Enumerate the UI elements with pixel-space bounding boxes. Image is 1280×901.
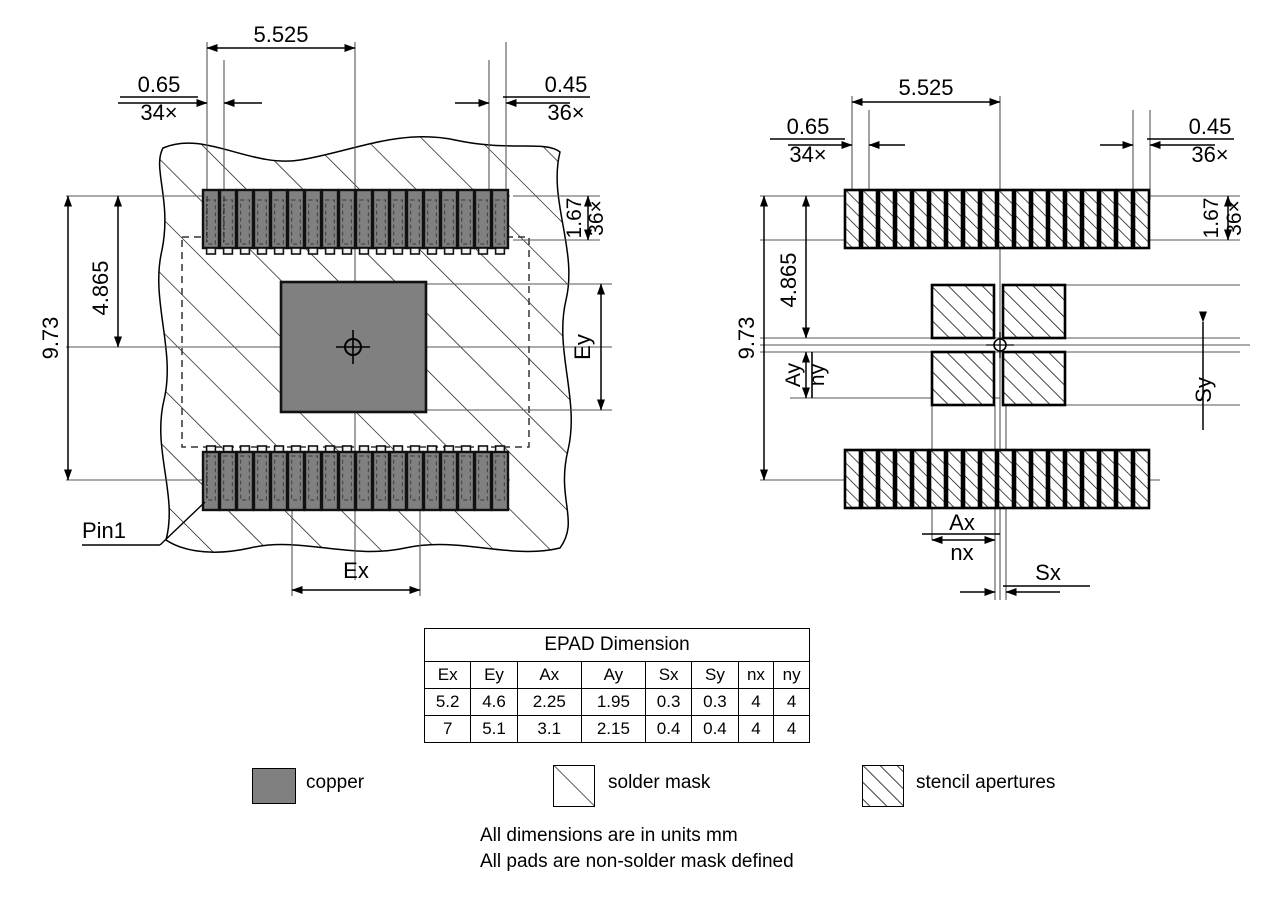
svg-text:5.525: 5.525 xyxy=(253,22,308,47)
table-header-row: Ex Ey Ax Ay Sx Sy nx ny xyxy=(423,661,810,689)
land-pattern-view: 5.525 0.65 34× 0.45 36× 1.67 36× 9.73 xyxy=(38,22,612,596)
note-units: All dimensions are in units mm xyxy=(480,825,738,846)
pad-row-bottom xyxy=(201,444,510,512)
svg-text:Sy: Sy xyxy=(1191,377,1216,403)
stencil-dimension-height-outer: 9.73 xyxy=(734,195,768,481)
dimension-pad-length: 1.67 36× xyxy=(563,195,608,241)
svg-text:34×: 34× xyxy=(789,142,826,167)
table-header-cell: Ey xyxy=(470,661,518,689)
svg-text:nx: nx xyxy=(950,540,973,565)
svg-text:36×: 36× xyxy=(1223,200,1246,236)
table-header-cell: nx xyxy=(737,661,775,689)
stencil-dimension-pad-width: 0.45 36× xyxy=(1100,114,1234,167)
table-cell: 5.2 xyxy=(423,688,472,716)
table-header-cell: Sy xyxy=(691,661,739,689)
dimension-epad-y: Ey xyxy=(570,283,605,411)
svg-text:36×: 36× xyxy=(585,200,608,236)
dimension-pad-width: 0.45 36× xyxy=(455,72,590,125)
svg-text:0.45: 0.45 xyxy=(1189,114,1232,139)
pin1-annotation: Pin1 xyxy=(82,501,206,546)
stencil-dimension-pitch: 0.65 34× xyxy=(770,114,905,167)
svg-text:Ey: Ey xyxy=(570,334,595,360)
table-cell: 2.25 xyxy=(516,688,582,716)
table-header-cell: Sx xyxy=(644,661,693,689)
stencil-dimension-aperture-x: Ax nx xyxy=(922,510,1000,565)
stencil-dimension-aperture-y: Ay ny xyxy=(782,351,829,399)
svg-text:36×: 36× xyxy=(1191,142,1228,167)
dimension-pitch: 0.65 34× xyxy=(118,72,262,125)
stencil-row-bottom xyxy=(843,448,1151,510)
table-cell: 4 xyxy=(737,715,775,743)
legend-swatch-copper xyxy=(252,768,296,804)
svg-text:0.65: 0.65 xyxy=(138,72,181,97)
table-cell: 3.1 xyxy=(516,715,582,743)
table-header-cell: ny xyxy=(773,661,810,689)
svg-text:0.65: 0.65 xyxy=(787,114,830,139)
table-cell: 0.4 xyxy=(644,715,693,743)
svg-text:Sx: Sx xyxy=(1035,560,1061,585)
pad-row-top xyxy=(201,188,510,256)
svg-text:4.865: 4.865 xyxy=(88,260,113,315)
svg-text:34×: 34× xyxy=(140,100,177,125)
legend-label-copper: copper xyxy=(306,772,365,793)
stencil-view: 5.525 0.65 34× 0.45 36× 1.67 36× 9.73 xyxy=(734,75,1250,600)
svg-text:Ex: Ex xyxy=(343,558,369,583)
epad-dimension-table: EPAD Dimension Ex Ey Ax Ay Sx Sy nx ny 5… xyxy=(423,628,810,743)
table-header-cell: Ay xyxy=(580,661,646,689)
table-cell: 4.6 xyxy=(470,688,518,716)
stencil-dimension-spacing-x: Sx xyxy=(960,560,1090,596)
table-header-cell: Ax xyxy=(516,661,582,689)
table-cell: 2.15 xyxy=(580,715,646,743)
table-cell: 0.4 xyxy=(691,715,739,743)
table-cell: 4 xyxy=(773,688,810,716)
table-cell: 1.95 xyxy=(580,688,646,716)
svg-text:4.865: 4.865 xyxy=(776,252,801,307)
legend-swatch-solder-mask xyxy=(553,765,595,807)
table-title: EPAD Dimension xyxy=(424,628,810,662)
table-cell: 0.3 xyxy=(691,688,739,716)
legend-swatch-stencil-apertures xyxy=(862,765,904,807)
svg-text:1.67: 1.67 xyxy=(563,198,586,239)
table-header-cell: Ex xyxy=(423,661,472,689)
svg-text:ny: ny xyxy=(806,363,829,386)
svg-text:1.67: 1.67 xyxy=(1200,198,1223,239)
svg-text:36×: 36× xyxy=(547,100,584,125)
svg-text:Ay: Ay xyxy=(782,362,805,387)
table-cell: 7 xyxy=(423,715,472,743)
epad-aperture-array xyxy=(930,283,1067,407)
dimension-height-inner: 4.865 xyxy=(88,195,122,348)
table-cell: 4 xyxy=(773,715,810,743)
svg-text:9.73: 9.73 xyxy=(38,317,63,360)
stencil-dimension-height-inner: 4.865 xyxy=(776,195,810,339)
table-cell: 5.1 xyxy=(470,715,518,743)
dimension-height-outer: 9.73 xyxy=(38,195,72,481)
svg-text:Ax: Ax xyxy=(949,510,975,535)
legend-label-solder-mask: solder mask xyxy=(608,772,711,793)
table-row: 5.2 4.6 2.25 1.95 0.3 0.3 4 4 xyxy=(423,688,810,716)
center-mark xyxy=(336,330,370,364)
dimension-span-horizontal: 5.525 xyxy=(206,22,356,52)
stencil-dimension-spacing-y: Sy xyxy=(1191,311,1216,430)
svg-text:5.525: 5.525 xyxy=(898,75,953,100)
legend-label-stencil-apertures: stencil apertures xyxy=(916,772,1056,793)
note-mask-defined: All pads are non-solder mask defined xyxy=(480,851,794,872)
stencil-dimension-pad-length: 1.67 36× xyxy=(1200,195,1246,241)
svg-text:Pin1: Pin1 xyxy=(82,518,126,543)
svg-text:0.45: 0.45 xyxy=(545,72,588,97)
svg-text:9.73: 9.73 xyxy=(734,317,759,360)
table-cell: 4 xyxy=(737,688,775,716)
table-title-row: EPAD Dimension xyxy=(424,628,810,662)
stencil-dimension-span-horizontal: 5.525 xyxy=(851,75,1001,106)
table-row: 7 5.1 3.1 2.15 0.4 0.4 4 4 xyxy=(423,715,810,743)
stencil-row-top xyxy=(843,188,1151,250)
dimension-epad-x: Ex xyxy=(291,558,421,594)
table-cell: 0.3 xyxy=(644,688,693,716)
